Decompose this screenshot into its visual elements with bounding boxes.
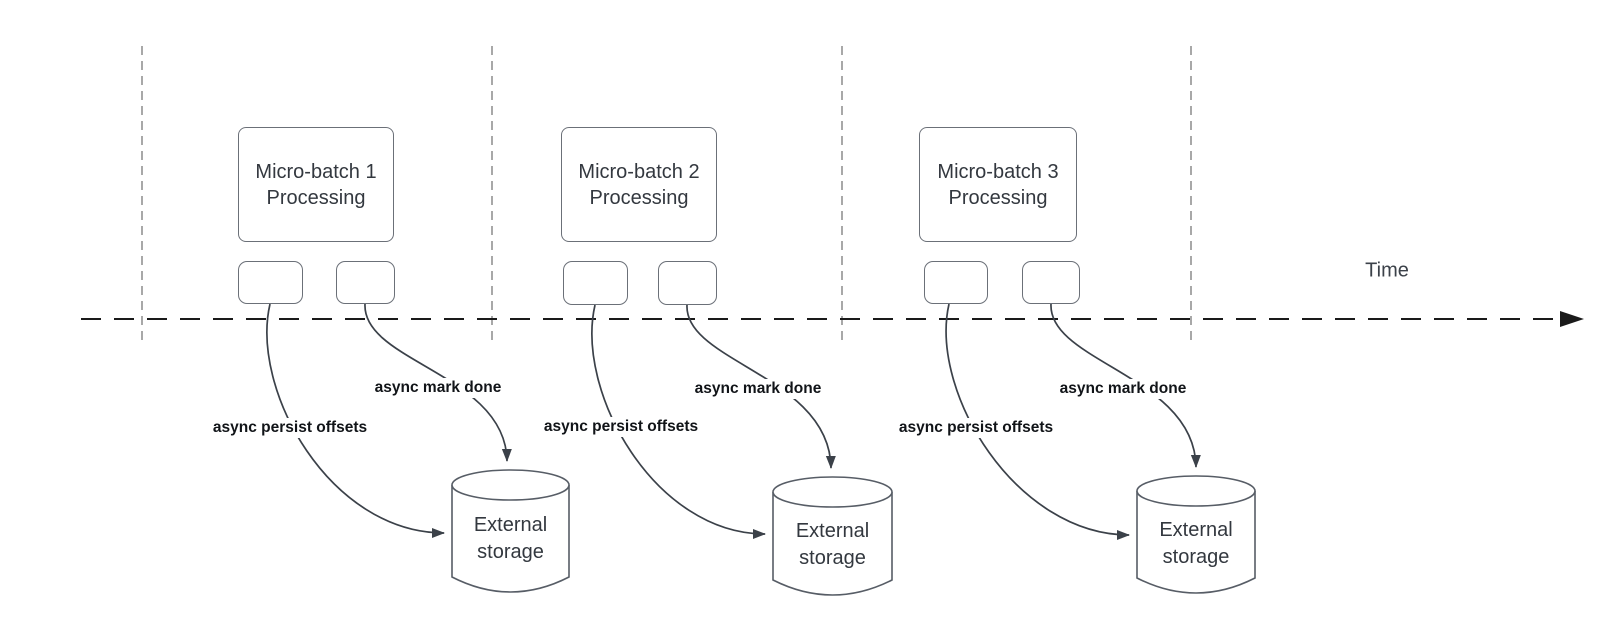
micro-batch-box-3-line2: Processing [948,186,1048,209]
mark-done-label-3: async mark done [1056,379,1190,399]
mark-done-label-2: async mark done [691,379,825,399]
persist-offsets-label-2: async persist offsets [540,417,702,437]
cylinder-1-top [451,469,570,501]
cylinder-3-top [1136,475,1256,507]
persist-offsets-curve-3 [945,303,1130,540]
mark-done-task-box-1 [336,261,395,304]
cylinder-1-body [451,485,570,593]
cylinder-2-body [772,492,893,596]
mark-done-curve-3 [1050,303,1201,468]
mark-done-task-box-2 [658,261,717,305]
external-storage-label-3-line1: External [1159,519,1233,541]
micro-batch-box-1: Micro-batch 1 Processing [238,127,394,242]
mark-done-task-box-3 [1022,261,1080,304]
external-storage-label-1-line2: storage [477,541,544,563]
external-storage-label-3: External storage [1137,517,1255,571]
offset-task-box-2 [563,261,628,305]
micro-batch-box-2: Micro-batch 2 Processing [561,127,717,242]
micro-batch-box-2-line1: Micro-batch 2 [578,160,700,183]
time-axis-label: Time [1365,259,1409,282]
external-storage-label-1-line1: External [473,514,548,536]
persist-offsets-curve-1 [266,303,445,538]
mark-done-curve-2 [686,304,836,469]
external-storage-label-1: External storage [452,512,569,566]
persist-offsets-label-3: async persist offsets [895,418,1057,438]
cylinder-2-top [772,476,893,508]
persist-offsets-label-1: async persist offsets [209,418,371,438]
micro-batch-box-2-line2: Processing [589,186,689,209]
persist-offsets-curve-2 [591,304,766,539]
micro-batch-box-1-line2: Processing [266,186,366,209]
micro-batch-box-3-line1: Micro-batch 3 [937,160,1059,183]
cylinder-3-body [1136,491,1256,594]
external-storage-label-2-line1: External [795,520,870,542]
mark-done-label-1: async mark done [371,378,505,398]
timeline-arrowhead-icon [1560,311,1584,327]
micro-batch-box-1-line1: Micro-batch 1 [255,160,377,183]
mark-done-curve-1 [364,303,512,462]
external-storage-label-2: External storage [773,518,892,572]
offset-task-box-3 [924,261,988,304]
external-storage-label-3-line2: storage [1162,546,1230,568]
micro-batch-box-3: Micro-batch 3 Processing [919,127,1077,242]
external-storage-label-2-line2: storage [799,547,866,569]
offset-task-box-1 [238,261,303,304]
